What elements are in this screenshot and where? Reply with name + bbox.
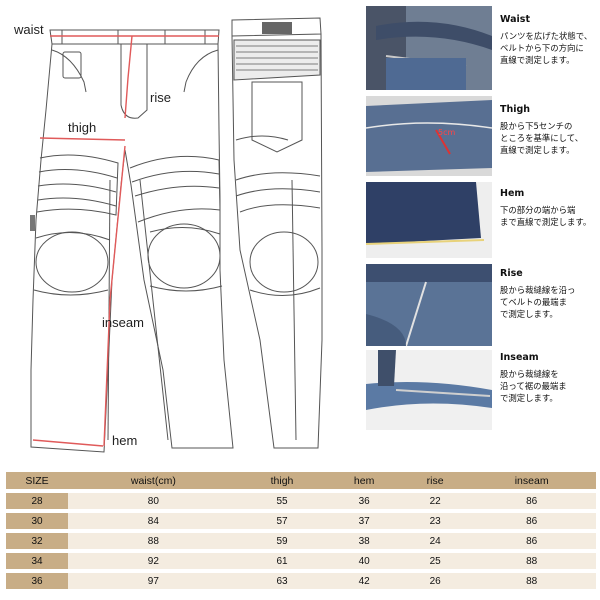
guide-rise: Rise 股から裁縫線を沿っ てベルトの最端ま で測定します。 [500,268,598,320]
guide-title: Inseam [500,352,539,363]
header-waist: waist(cm) [68,472,239,489]
thigh-cell: 59 [238,533,326,549]
inseam-label: inseam [102,315,144,330]
size-cell: 36 [6,573,68,589]
guide-desc: パンツを広げた状態で、 ベルトから下の方向に 直線で測定します。 [500,31,593,65]
size-cell: 34 [6,553,68,569]
rise-line [124,35,133,119]
thigh-line [39,137,126,141]
inseam-cell: 86 [467,533,596,549]
header-hem: hem [325,472,403,489]
back-view [231,17,323,449]
hem-cell: 37 [325,513,403,529]
waist-photo [366,6,492,90]
hem-cell: 40 [325,553,403,569]
hem-cell: 36 [325,493,403,509]
size-cell: 30 [6,513,68,529]
hem-photo [366,182,492,258]
guide-desc: 下の部分の端から端 まで直線で測定します。 [500,205,592,227]
table-row: 34 92 61 40 25 88 [6,553,596,569]
header-inseam: inseam [467,472,596,489]
guide-title: Waist [500,14,531,25]
hem-cell: 38 [325,533,403,549]
inseam-cell: 88 [467,553,596,569]
inseam-cell: 86 [467,513,596,529]
hem-label: hem [112,433,138,448]
thigh-callout: 5cm [438,128,455,137]
thigh-photo: 5cm [366,96,492,176]
guide-waist: Waist パンツを広げた状態で、 ベルトから下の方向に 直線で測定します。 [500,14,598,66]
thigh-cell: 55 [238,493,326,509]
size-cell: 32 [6,533,68,549]
thigh-label: thigh [68,120,97,135]
pants-diagram [30,17,323,453]
guide-thigh: Thigh 股から下5センチの ところを基準にして、 直線で測定します。 [500,104,598,156]
guide-title: Hem [500,188,525,199]
size-cell: 28 [6,493,68,509]
rise-cell: 26 [402,573,468,589]
thigh-cell: 63 [238,573,326,589]
front-view [30,29,234,453]
guide-desc: 股から下5センチの ところを基準にして、 直線で測定します。 [500,121,584,155]
guide-desc: 股から裁縫線を 沿って裾の最端ま で測定します。 [500,369,567,403]
header-thigh: thigh [238,472,326,489]
waist-label: waist [14,22,44,37]
table-row: 30 84 57 37 23 86 [6,513,596,529]
thigh-cell: 57 [238,513,326,529]
measure-lines [32,35,219,447]
inseam-line [103,145,126,447]
table-row: 32 88 59 38 24 86 [6,533,596,549]
waist-cell: 97 [68,573,239,589]
inseam-cell: 88 [467,573,596,589]
guide-inseam: Inseam 股から裁縫線を 沿って裾の最端ま で測定します。 [500,352,598,404]
guide-hem: Hem 下の部分の端から端 まで直線で測定します。 [500,188,598,228]
rise-cell: 24 [402,533,468,549]
inseam-photo [366,350,492,430]
hem-cell: 42 [325,573,403,589]
waist-cell: 80 [68,493,239,509]
table-row: 28 80 55 36 22 86 [6,493,596,509]
thigh-cell: 61 [238,553,326,569]
table-row: 36 97 63 42 26 88 [6,573,596,589]
header-rise: rise [402,472,468,489]
size-table-header: SIZE waist(cm) thigh hem rise inseam [6,472,596,489]
rise-cell: 22 [402,493,468,509]
guide-desc: 股から裁縫線を沿っ てベルトの最端ま で測定します。 [500,285,576,319]
size-chart-table: SIZE waist(cm) thigh hem rise inseam 28 … [6,468,596,593]
guide-title: Rise [500,268,523,279]
waist-cell: 88 [68,533,239,549]
rise-cell: 25 [402,553,468,569]
rise-photo [366,264,492,346]
hem-line [32,439,104,447]
waist-cell: 84 [68,513,239,529]
header-size: SIZE [6,472,68,489]
rise-label: rise [150,90,171,105]
inseam-cell: 86 [467,493,596,509]
rise-cell: 23 [402,513,468,529]
waist-cell: 92 [68,553,239,569]
guide-title: Thigh [500,104,531,115]
